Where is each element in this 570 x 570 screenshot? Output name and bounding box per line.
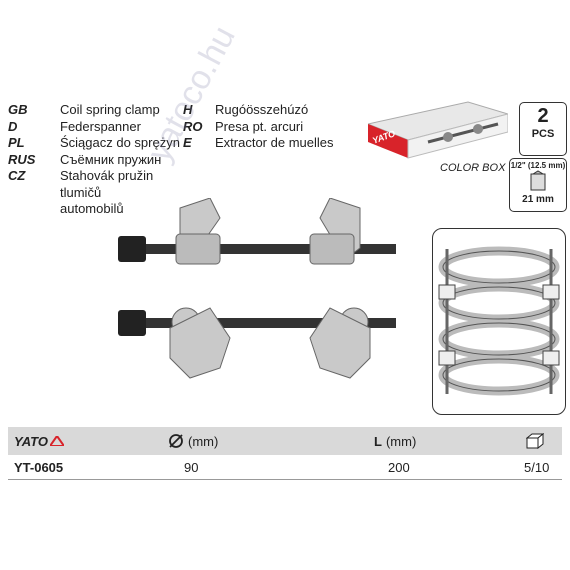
lang-row-e: E Extractor de muelles: [183, 135, 334, 152]
lang-code: CZ: [8, 168, 26, 183]
lang-text: Extractor de muelles: [215, 135, 334, 150]
lang-code: E: [183, 135, 192, 150]
diameter-value: 90: [184, 459, 199, 475]
package-icon: [526, 433, 544, 449]
yato-logo-icon: [49, 436, 64, 446]
pack-value: 5/10: [524, 459, 550, 475]
spring-clamp-image: [110, 197, 400, 403]
language-list-left: GB Coil spring clamp D Federspanner PL Ścią…: [8, 102, 180, 218]
length-letter: L: [374, 433, 382, 449]
lang-row-rus: RUS Съёмник пружин: [8, 152, 180, 169]
product-box-image: YATO: [366, 94, 510, 160]
lang-row-cz-2: tlumičů: [8, 185, 180, 202]
lang-text: Rugóösszehúzó: [215, 102, 309, 117]
lang-text: Ściągacz do sprężyn: [60, 135, 180, 150]
lang-row-ro: RO Presa pt. arcuri: [183, 119, 334, 136]
pcs-number: 2: [537, 105, 549, 127]
color-box-label: COLOR BOX: [440, 162, 506, 174]
table-row: YT-0605 90 200 5/10: [8, 455, 562, 480]
usage-diagram: [432, 228, 566, 415]
diameter-icon: [169, 434, 183, 448]
lang-code: RO: [183, 118, 203, 134]
lang-text: Coil spring clamp: [60, 102, 160, 117]
lang-text: Stahovák pružin: [60, 168, 154, 183]
lang-row-d: D Federspanner: [8, 119, 180, 136]
length-value: 200: [388, 459, 410, 475]
language-list-right: H Rugóösszehúzó RO Presa pt. arcuri E Extra…: [183, 102, 334, 152]
lang-code: PL: [8, 135, 25, 150]
socket-size: 1/2" (12.5 mm): [510, 161, 566, 170]
lang-code: GB: [8, 102, 28, 117]
brand-label: YATO: [14, 433, 48, 449]
length-unit: (mm): [385, 433, 417, 449]
pcs-badge: 2 PCS: [519, 102, 567, 156]
pcs-label: PCS: [531, 128, 555, 140]
spec-table: YATO (mm) L (mm) YT-0605 90 200: [8, 427, 562, 480]
model-number: YT-0605: [14, 459, 64, 475]
spec-table-header: YATO (mm) L (mm): [8, 427, 562, 455]
lang-row-cz: CZ Stahovák pružin: [8, 168, 180, 185]
socket-hex: 21 mm: [522, 194, 554, 205]
lang-row-h: H Rugóösszehúzó: [183, 102, 334, 119]
lang-text: automobilů: [60, 201, 124, 216]
lang-code: RUS: [8, 151, 36, 167]
header-brand: YATO: [14, 427, 64, 455]
hex-socket-icon: [530, 170, 546, 191]
lang-text: Presa pt. arcuri: [215, 118, 304, 134]
lang-code: H: [183, 102, 193, 117]
lang-row-cz-3: automobilů: [8, 201, 180, 218]
socket-badge: 1/2" (12.5 mm) 21 mm: [509, 158, 567, 212]
lang-text: Federspanner: [60, 118, 141, 134]
lang-text: tlumičů: [60, 184, 102, 200]
header-diameter: (mm): [168, 427, 218, 455]
header-pack: [526, 427, 544, 455]
header-length: L (mm): [374, 427, 416, 455]
lang-code: D: [8, 118, 18, 134]
lang-text: Съёмник пружин: [60, 151, 162, 167]
lang-row-gb: GB Coil spring clamp: [8, 102, 180, 119]
diameter-unit: (mm): [188, 433, 219, 449]
lang-row-pl: PL Ściągacz do sprężyn: [8, 135, 180, 152]
